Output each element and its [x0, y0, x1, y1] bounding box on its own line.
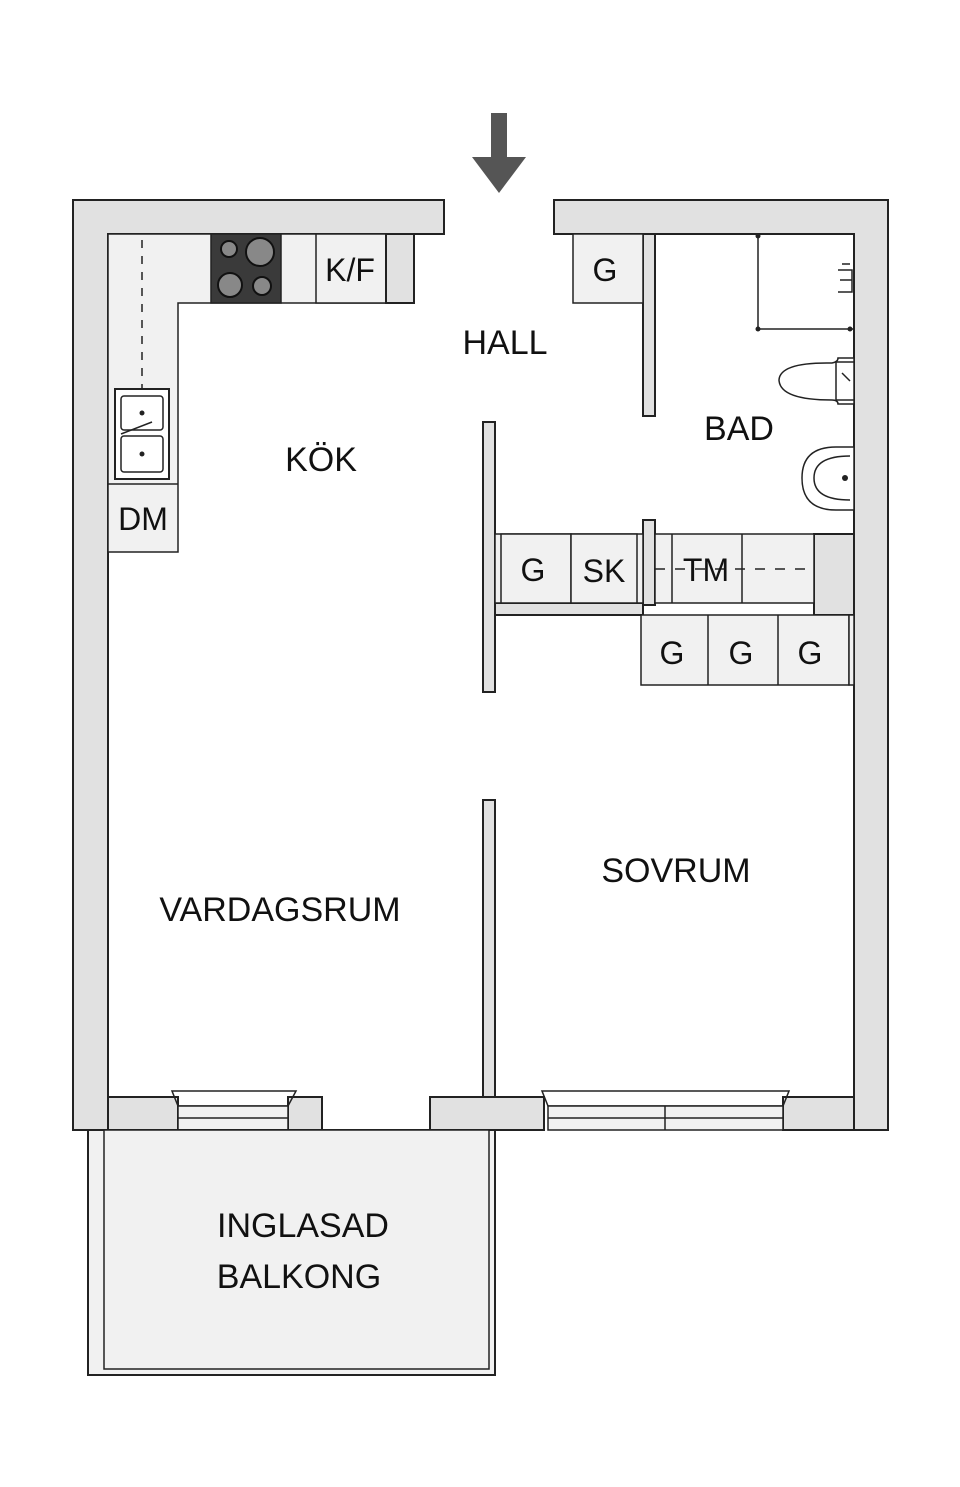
fixture-label-fridge-freezer: K/F	[325, 252, 375, 288]
cabinet-row-1	[494, 533, 644, 604]
room-label-hall: HALL	[462, 324, 547, 362]
toilet-icon	[778, 357, 855, 405]
room-label-kitchen: KÖK	[285, 441, 357, 479]
entrance-arrow-icon	[472, 113, 526, 193]
interior-walls	[482, 233, 656, 1098]
laundry-row	[654, 533, 815, 604]
shower-icon	[755, 233, 854, 332]
fixture-label-washing-machine: TM	[683, 552, 729, 588]
bathroom-sink-icon	[801, 446, 855, 511]
stove-icon	[210, 233, 282, 304]
room-label-living-room: VARDAGSRUM	[159, 891, 400, 929]
kitchen-sink-icon	[114, 388, 170, 480]
room-label-bedroom: SOVRUM	[601, 852, 750, 890]
fixture-label-wardrobe-row2-b: G	[729, 635, 754, 671]
hall-wardrobe	[572, 233, 644, 304]
fixture-label-drying-cabinet: SK	[583, 553, 626, 589]
fixture-label-hall-wardrobe: G	[593, 252, 618, 288]
fixture-label-dishwasher: DM	[118, 501, 168, 537]
balcony	[87, 1129, 496, 1376]
room-label-balcony-line1: INGLASAD	[217, 1207, 389, 1245]
window-bedroom	[540, 1090, 791, 1131]
outer-walls	[72, 199, 889, 1131]
fixture-label-wardrobe-row2-a: G	[660, 635, 685, 671]
room-label-bathroom: BAD	[704, 410, 774, 448]
fixture-label-wardrobe-row1-a: G	[521, 552, 546, 588]
wardrobe-row-2	[640, 614, 855, 686]
window-living-room	[170, 1090, 298, 1131]
room-label-balcony-line2: BALKONG	[217, 1258, 381, 1296]
fixture-label-wardrobe-row2-c: G	[798, 635, 823, 671]
